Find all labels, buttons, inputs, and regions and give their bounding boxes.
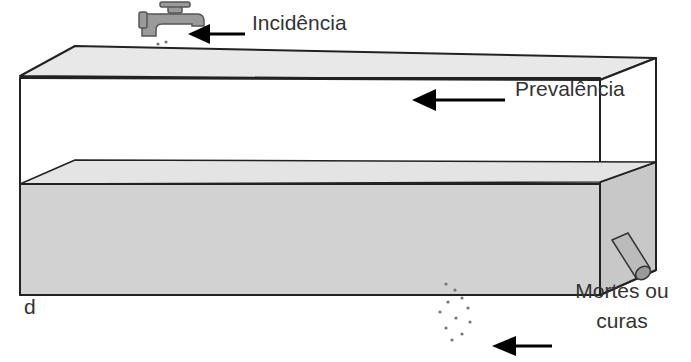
outflow-label: Mortes ou curas	[558, 276, 686, 337]
pointer-arrows	[188, 24, 552, 356]
drain-pipe	[612, 233, 653, 283]
figure-letter: d	[24, 292, 54, 322]
drops-out	[438, 282, 471, 341]
prevalence-label: Prevalência	[515, 74, 685, 104]
incidence-label: Incidência	[252, 8, 402, 38]
faucet	[139, 2, 204, 36]
